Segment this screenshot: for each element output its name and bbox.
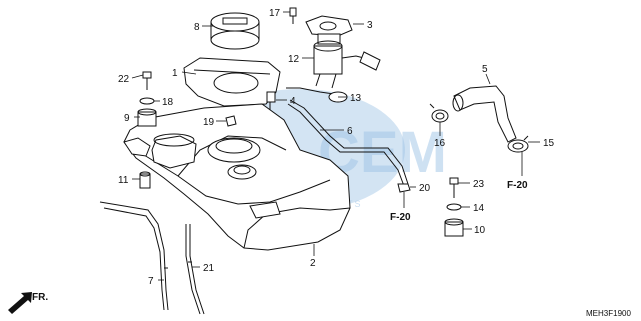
callout-21: 21 xyxy=(203,263,215,274)
callout-6: 6 xyxy=(347,126,353,137)
breather-tube-6 xyxy=(287,99,409,187)
callout-20: 20 xyxy=(419,183,431,194)
callout-2: 2 xyxy=(310,258,316,269)
ref-f20-mid: F-20 xyxy=(390,212,411,223)
leader-lines xyxy=(131,11,540,281)
ref-f20-right: F-20 xyxy=(507,180,528,191)
callout-9: 9 xyxy=(124,113,130,124)
tubes-7-21 xyxy=(99,201,205,315)
fuel-cap xyxy=(210,12,260,50)
callout-12: 12 xyxy=(288,54,300,65)
callout-5: 5 xyxy=(482,64,488,75)
right-mount-parts xyxy=(444,177,464,237)
clip-19 xyxy=(225,115,237,127)
callout-3: 3 xyxy=(367,20,373,31)
reference-labels: F-20 F-20 xyxy=(390,180,528,223)
grommet-9 xyxy=(137,111,157,127)
front-arrow: FR. xyxy=(8,292,48,314)
fuel-tank xyxy=(123,103,351,251)
nut-20 xyxy=(397,183,411,193)
bolt-23 xyxy=(449,177,459,185)
callout-8: 8 xyxy=(194,22,200,33)
callout-13: 13 xyxy=(350,93,362,104)
callout-numbers: 1 2 3 4 5 6 7 8 9 10 11 12 13 14 15 16 1… xyxy=(118,8,555,287)
bolt-17 xyxy=(289,7,297,24)
callout-4: 4 xyxy=(290,96,296,107)
callout-10: 10 xyxy=(474,225,486,236)
bolt-22 xyxy=(142,71,152,79)
callout-11: 11 xyxy=(118,175,129,186)
fuel-hose-5 xyxy=(452,85,517,143)
washer-18 xyxy=(139,97,155,105)
collar-11 xyxy=(139,173,151,189)
front-arrow-label: FR. xyxy=(32,292,48,303)
fuel-pump-unit xyxy=(305,15,381,89)
small-parts xyxy=(137,71,411,193)
callout-16: 16 xyxy=(434,138,446,149)
callout-1: 1 xyxy=(172,68,178,79)
callout-22: 22 xyxy=(118,74,130,85)
callout-15: 15 xyxy=(543,138,555,149)
grommet-10 xyxy=(444,221,464,237)
hose-clip-16 xyxy=(429,103,449,123)
front-arrow-icon xyxy=(8,292,32,314)
callout-18: 18 xyxy=(162,97,174,108)
callout-17: 17 xyxy=(269,8,281,19)
callout-7: 7 xyxy=(148,276,154,287)
hose-clip-15 xyxy=(507,135,529,153)
filler-cover xyxy=(183,57,281,107)
callout-23: 23 xyxy=(473,179,485,190)
callout-19: 19 xyxy=(203,117,215,128)
diagram-code: MEH3F1900 xyxy=(586,309,631,318)
washer-14 xyxy=(446,203,462,211)
callout-14: 14 xyxy=(473,203,485,214)
